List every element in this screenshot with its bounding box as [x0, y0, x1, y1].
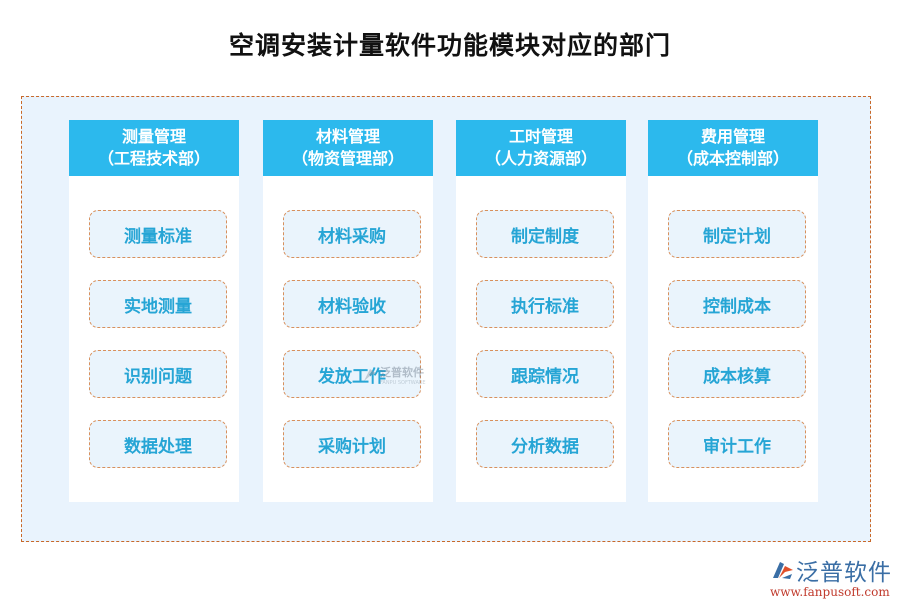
function-item: 测量标准 — [89, 210, 227, 258]
module-title: 工时管理 — [508, 127, 573, 146]
function-item: 跟踪情况 — [476, 350, 614, 398]
function-item: 材料采购 — [283, 210, 421, 258]
module-header: 工时管理 （人力资源部） — [456, 120, 626, 176]
module-title: 材料管理 — [315, 127, 380, 146]
page-title: 空调安装计量软件功能模块对应的部门 — [228, 31, 671, 60]
module-title: 测量管理 — [121, 127, 186, 146]
module-title: 费用管理 — [700, 127, 765, 146]
brand-name: 泛普软件 — [796, 560, 892, 586]
function-item: 材料验收 — [283, 280, 421, 328]
department-label: （成本控制部） — [676, 149, 789, 168]
module-column-material: 材料管理 （物资管理部） 材料采购 材料验收 发放工作 采购计划 — [263, 120, 433, 502]
department-label: （物资管理部） — [291, 149, 404, 168]
department-label: （工程技术部） — [97, 149, 210, 168]
function-item: 制定计划 — [668, 210, 806, 258]
function-item: 数据处理 — [89, 420, 227, 468]
module-column-cost: 费用管理 （成本控制部） 制定计划 控制成本 成本核算 审计工作 — [648, 120, 818, 502]
function-item: 发放工作 — [283, 350, 421, 398]
function-item: 采购计划 — [283, 420, 421, 468]
brand-url: www.fanpusoft.com — [770, 585, 890, 599]
brand-logo: 泛普软件 www.fanpusoft.com — [770, 553, 895, 599]
module-header: 费用管理 （成本控制部） — [648, 120, 818, 176]
module-column-measurement: 测量管理 （工程技术部） 测量标准 实地测量 识别问题 数据处理 — [69, 120, 239, 502]
function-item: 实地测量 — [89, 280, 227, 328]
function-item: 成本核算 — [668, 350, 806, 398]
fanpu-logo-icon — [773, 562, 793, 579]
function-item: 识别问题 — [89, 350, 227, 398]
function-item: 执行标准 — [476, 280, 614, 328]
module-header: 测量管理 （工程技术部） — [69, 120, 239, 176]
function-item: 控制成本 — [668, 280, 806, 328]
module-column-labor-hours: 工时管理 （人力资源部） 制定制度 执行标准 跟踪情况 分析数据 — [456, 120, 626, 502]
function-item: 制定制度 — [476, 210, 614, 258]
department-label: （人力资源部） — [484, 149, 597, 168]
function-item: 审计工作 — [668, 420, 806, 468]
function-item: 分析数据 — [476, 420, 614, 468]
module-header: 材料管理 （物资管理部） — [263, 120, 433, 176]
